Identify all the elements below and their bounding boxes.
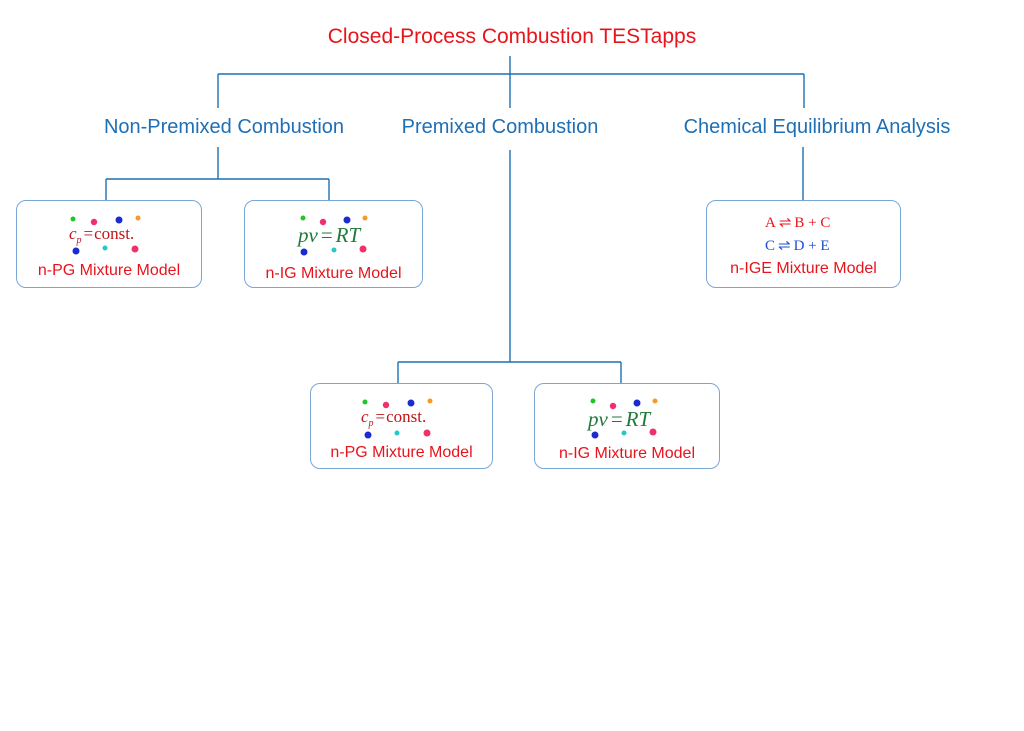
pg-formula-lhs: c	[69, 224, 77, 243]
pg-formula-icon: cp=const.	[361, 398, 433, 439]
ig-formula-op: =	[321, 223, 333, 247]
pg-formula-sub: p	[368, 418, 374, 429]
svg-text:A⇌B + C: A⇌B + C	[765, 215, 830, 231]
svg-text:pv=RT: pv=RT	[586, 407, 651, 431]
category-chemical-equilibrium-analysis[interactable]: Chemical Equilibrium Analysis	[683, 116, 951, 138]
ig-formula-rhs: RT	[625, 407, 652, 431]
reaction-2-arrow: ⇌	[778, 238, 791, 254]
category-non-premixed-combustion[interactable]: Non-Premixed Combustion	[103, 116, 345, 138]
card-premixed-ig-mixture-model[interactable]: pv=RT n-IG Mixture Model	[534, 383, 720, 469]
ig-formula-op: =	[611, 407, 623, 431]
card-nonpremixed-ig-mixture-model[interactable]: pv=RT n-IG Mixture Model	[244, 200, 423, 288]
svg-text:C⇌D + E: C⇌D + E	[765, 238, 830, 254]
reaction-equations-icon: A⇌B + C C⇌D + E	[765, 215, 830, 254]
card-nonpremixed-pg-mixture-model[interactable]: cp=const. n-PG Mixture Model	[16, 200, 202, 288]
card-label: n-IG Mixture Model	[558, 445, 696, 462]
card-label: n-IGE Mixture Model	[730, 260, 877, 277]
reaction-2-right: D + E	[794, 238, 830, 254]
pg-formula-rhs: const.	[386, 407, 426, 426]
ig-formula-lhs: pv	[586, 407, 609, 431]
svg-text:cp=const.: cp=const.	[361, 407, 426, 429]
ig-formula-icon: pv=RT	[586, 398, 658, 439]
reaction-1-left: A	[765, 215, 776, 231]
reaction-2-left: C	[765, 238, 775, 254]
card-label: n-PG Mixture Model	[37, 262, 181, 279]
category-premixed-combustion[interactable]: Premixed Combustion	[401, 116, 599, 138]
pg-formula-icon: cp=const.	[69, 215, 141, 255]
card-label: n-IG Mixture Model	[265, 265, 402, 282]
card-premixed-pg-mixture-model[interactable]: cp=const. n-PG Mixture Model	[310, 383, 493, 469]
ig-formula-lhs: pv	[296, 223, 319, 247]
card-equilibrium-ige-mixture-model[interactable]: A⇌B + C C⇌D + E n-IGE Mixture Model	[706, 200, 901, 288]
ig-formula-rhs: RT	[335, 223, 362, 247]
pg-formula-rhs: const.	[94, 224, 134, 243]
card-label: n-PG Mixture Model	[330, 444, 473, 461]
pg-formula-op: =	[376, 407, 386, 426]
reaction-1-right: B + C	[794, 215, 830, 231]
page-title: Closed-Process Combustion TESTapps	[327, 25, 697, 48]
reaction-1-arrow: ⇌	[779, 215, 792, 231]
svg-text:pv=RT: pv=RT	[296, 223, 361, 247]
pg-formula-sub: p	[76, 235, 82, 246]
svg-text:cp=const.: cp=const.	[69, 224, 134, 246]
ig-formula-icon: pv=RT	[296, 215, 368, 256]
pg-formula-op: =	[84, 224, 94, 243]
pg-formula-lhs: c	[361, 407, 369, 426]
